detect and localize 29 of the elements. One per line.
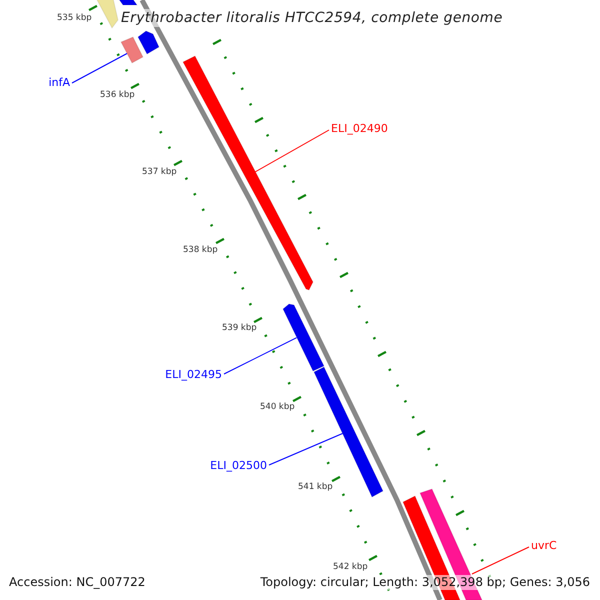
tick-label: 540 kbp — [260, 401, 295, 414]
leader-line — [268, 433, 343, 466]
leader-line — [224, 337, 298, 374]
gene-bar — [117, 0, 138, 6]
gene-bar — [182, 55, 314, 291]
gene-bar — [419, 488, 483, 600]
gene-bar — [137, 30, 160, 55]
tick-label: 536 kbp — [100, 89, 135, 102]
gene-bar — [95, 0, 119, 29]
leader-line — [472, 546, 530, 574]
gene-label: infA — [48, 76, 70, 89]
tick-label: 542 kbp — [333, 561, 368, 574]
tick-label: 538 kbp — [183, 244, 218, 257]
genome-summary: Topology: circular; Length: 3,052,398 bp; Genes: 3,056 — [260, 575, 590, 590]
gene-label: uvrC — [531, 539, 557, 552]
leader-line — [254, 130, 330, 172]
title: Erythrobacter litoralis HTCC2594, complete genome — [121, 9, 503, 27]
gene-label: ELI_02490 — [331, 122, 388, 135]
tick-label: 539 kbp — [222, 322, 257, 335]
gene-bar — [120, 36, 144, 64]
tick-label: 537 kbp — [142, 166, 177, 179]
tick-label: 541 kbp — [298, 481, 333, 494]
gene-bar — [313, 366, 384, 498]
accession-text: Accession: NC_007722 — [9, 575, 146, 590]
gene-label: ELI_02500 — [210, 459, 267, 472]
gene-label: ELI_02495 — [165, 368, 222, 381]
tick-label: 535 kbp — [57, 12, 92, 25]
leader-line — [72, 53, 128, 84]
gene-bar — [282, 303, 325, 372]
